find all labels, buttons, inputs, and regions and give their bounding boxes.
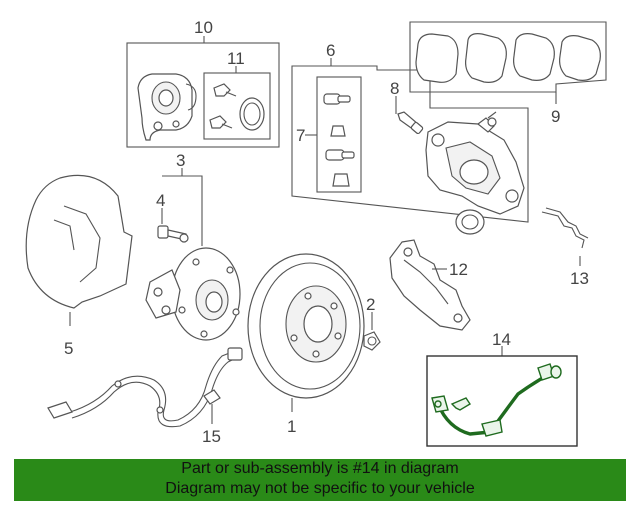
part-2-rotor-screw[interactable] bbox=[363, 312, 381, 351]
part-3-hub-bearing[interactable] bbox=[145, 168, 241, 341]
part-info-banner: Part or sub-assembly is #14 in diagram D… bbox=[14, 459, 626, 501]
part-8-bolt[interactable] bbox=[395, 96, 424, 135]
callout-labels: 1 2 3 4 5 6 7 8 9 10 11 12 13 14 15 bbox=[64, 18, 589, 446]
callout-8: 8 bbox=[390, 79, 399, 98]
part-5-splash-shield[interactable] bbox=[25, 174, 133, 326]
caliper-illustration[interactable] bbox=[425, 111, 525, 235]
part-4-hub-bolt[interactable] bbox=[157, 208, 189, 243]
callout-4: 4 bbox=[156, 191, 165, 210]
callout-14: 14 bbox=[492, 330, 511, 349]
callout-7: 7 bbox=[296, 126, 305, 145]
callout-5: 5 bbox=[64, 339, 73, 358]
callout-2: 2 bbox=[366, 295, 375, 314]
caliper-assembly-illustration bbox=[137, 73, 197, 141]
callout-1: 1 bbox=[287, 417, 296, 436]
banner-line-part: Part or sub-assembly is #14 in diagram bbox=[181, 460, 459, 477]
part-12-caliper-bracket[interactable] bbox=[389, 239, 471, 331]
banner-line-disclaimer: Diagram may not be specific to your vehi… bbox=[165, 480, 475, 497]
callout-3: 3 bbox=[176, 151, 185, 170]
part-13-spring-clip[interactable] bbox=[541, 207, 589, 266]
callout-9: 9 bbox=[551, 107, 560, 126]
part-group-10[interactable] bbox=[126, 36, 280, 148]
part-14-brake-hose[interactable] bbox=[426, 346, 578, 447]
callout-10: 10 bbox=[194, 18, 213, 37]
part-group-7[interactable] bbox=[305, 93, 355, 187]
part-1-brake-rotor[interactable] bbox=[247, 253, 365, 412]
callout-12: 12 bbox=[449, 260, 468, 279]
part-group-9[interactable] bbox=[409, 21, 607, 104]
callout-15: 15 bbox=[202, 427, 221, 446]
callout-13: 13 bbox=[570, 269, 589, 288]
callout-6: 6 bbox=[326, 41, 335, 60]
callout-11: 11 bbox=[227, 49, 245, 68]
part-15-abs-sensor[interactable] bbox=[47, 347, 243, 428]
part-group-11[interactable] bbox=[209, 83, 265, 131]
